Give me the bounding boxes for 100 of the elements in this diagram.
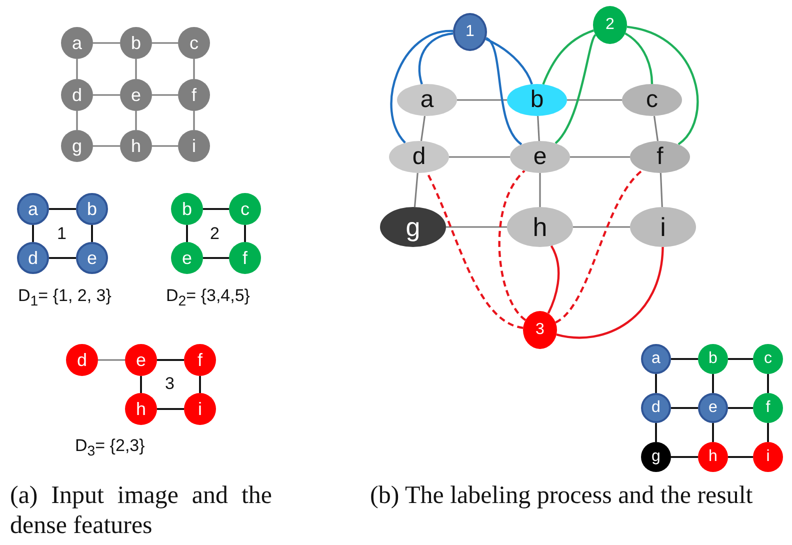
connector: [660, 172, 663, 208]
connector: [49, 208, 76, 210]
connector: [418, 32, 454, 85]
connector: [712, 423, 714, 442]
connector: [157, 359, 184, 361]
graph-node: e: [120, 79, 152, 111]
connector: [449, 156, 510, 158]
connector: [547, 245, 560, 314]
connector: [152, 42, 178, 44]
graph-node: a: [61, 27, 93, 59]
connector: [655, 374, 657, 393]
connector: [76, 59, 78, 79]
connector: [76, 111, 78, 130]
connector: [539, 173, 541, 207]
region-number: 2: [210, 224, 220, 244]
connector: [573, 226, 630, 228]
graph-node: g: [641, 442, 671, 472]
connector: [537, 116, 540, 142]
connector: [186, 225, 188, 242]
connector: [157, 408, 184, 410]
graph-node: b: [698, 344, 728, 374]
graph-node: e: [171, 242, 203, 274]
graph-node: e: [698, 393, 728, 423]
graph-node: h: [698, 442, 728, 472]
connector: [49, 257, 76, 259]
graph-node: a: [17, 193, 49, 225]
connector: [554, 34, 596, 144]
graph-node: f: [184, 344, 216, 376]
connector: [203, 257, 229, 259]
connector: [767, 374, 769, 393]
region-number: 1: [57, 224, 66, 244]
graph-node: d: [66, 344, 98, 376]
graph-node: d: [61, 79, 93, 111]
graph-node: d: [389, 141, 449, 173]
graph-node: e: [510, 141, 570, 173]
connector: [199, 376, 201, 393]
connector: [624, 32, 654, 84]
graph-node: 3: [523, 311, 557, 349]
connector: [93, 42, 120, 44]
connector: [485, 37, 522, 146]
graph-node: i: [630, 207, 696, 247]
graph-node: i: [753, 442, 783, 472]
caption: (b) The labeling process and the result: [370, 481, 754, 511]
connector: [93, 94, 120, 96]
graph-node: f: [753, 393, 783, 423]
connector: [671, 456, 698, 458]
graph-node: f: [229, 242, 261, 274]
graph-node: b: [171, 193, 203, 225]
graph-node: h: [125, 393, 157, 425]
connector: [446, 226, 507, 228]
dashed-connector: [426, 172, 524, 329]
graph-node: a: [397, 84, 457, 116]
graph-node: 2: [593, 6, 627, 44]
graph-node: f: [178, 79, 210, 111]
connector: [152, 145, 178, 147]
graph-node: c: [229, 193, 261, 225]
graph-node: b: [76, 193, 108, 225]
connector: [98, 359, 125, 361]
connector: [93, 145, 120, 147]
graph-node: d: [641, 393, 671, 423]
graph-node: h: [507, 207, 573, 247]
graph-node: g: [380, 207, 446, 247]
connector: [193, 59, 195, 79]
connector: [626, 26, 699, 146]
graph-node: i: [178, 130, 210, 162]
label-set: D$_{3}$= {2,3}: [75, 436, 145, 460]
connector: [152, 94, 178, 96]
label-set: D$_{1}$= {1, 2, 3}: [18, 286, 112, 310]
connector: [653, 116, 659, 142]
graph-node: i: [184, 393, 216, 425]
connector: [390, 30, 454, 144]
connector: [485, 38, 533, 85]
connector: [671, 358, 698, 360]
connector: [570, 156, 630, 158]
connector: [556, 246, 664, 339]
label-set: D$_{2}$= {3,4,5}: [166, 286, 250, 310]
graph-node: c: [622, 84, 682, 116]
connector: [767, 423, 769, 442]
graph-node: e: [125, 344, 157, 376]
connector: [457, 99, 507, 101]
graph-node: d: [17, 242, 49, 274]
graph-node: c: [753, 344, 783, 374]
connector: [671, 407, 698, 409]
connector: [542, 29, 594, 85]
connector: [420, 116, 426, 142]
region-number: 3: [165, 374, 174, 394]
connector: [728, 407, 753, 409]
dashed-connector: [498, 170, 526, 321]
connector: [244, 225, 246, 242]
graph-node: f: [630, 141, 690, 173]
graph-node: 1: [453, 13, 487, 51]
graph-node: h: [120, 130, 152, 162]
connector: [32, 225, 34, 242]
graph-node: b: [507, 84, 567, 116]
connector: [135, 111, 137, 130]
connector: [728, 358, 753, 360]
graph-node: b: [120, 27, 152, 59]
connector: [728, 456, 753, 458]
connector: [193, 111, 195, 130]
connector: [91, 225, 93, 242]
